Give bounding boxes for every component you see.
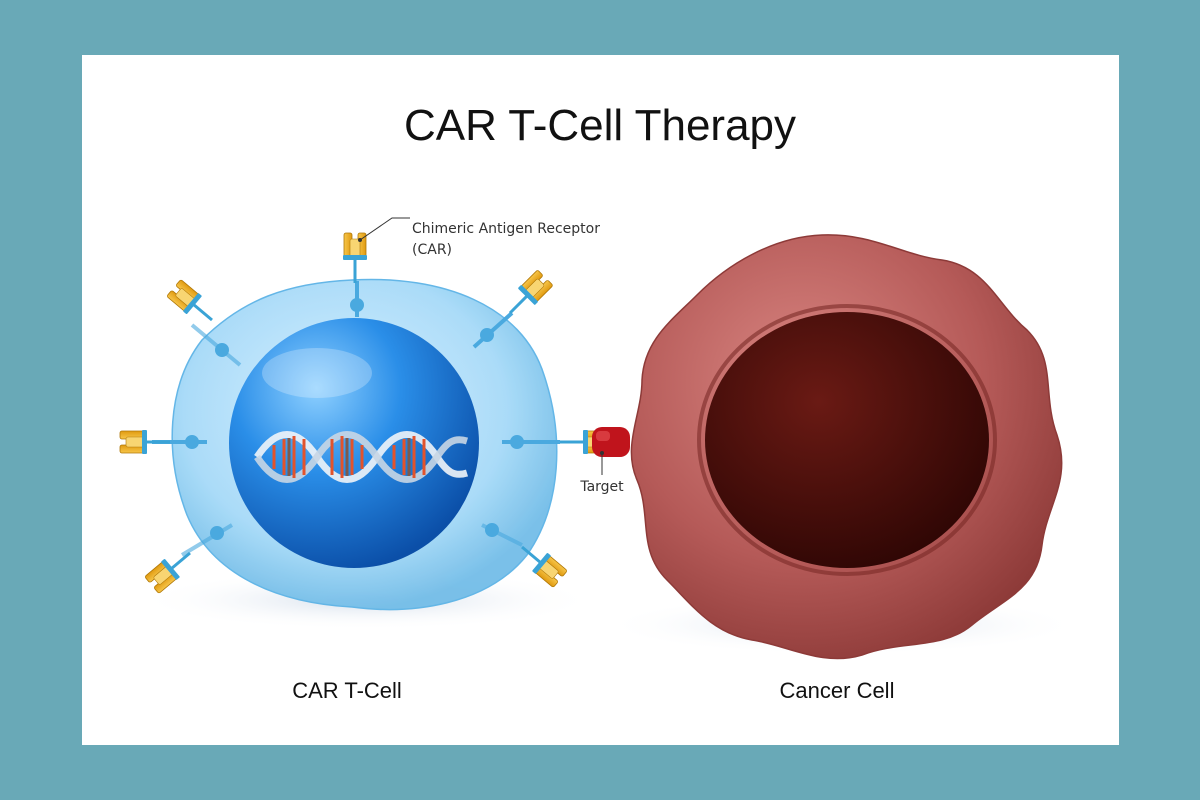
- car-receptor-upper-left: [164, 277, 222, 331]
- diagram-title: CAR T-Cell Therapy: [404, 101, 796, 150]
- car-receptor-left: [118, 428, 172, 456]
- car-receptor-top: [341, 231, 369, 285]
- t-cell-nucleus: [229, 318, 479, 568]
- cancer-cell-label: Cancer Cell: [780, 678, 895, 703]
- diagram-panel: CAR T-Cell Therapy: [82, 55, 1119, 745]
- car-callout-label: Chimeric Antigen Receptor: [412, 221, 600, 237]
- car-callout-line: [359, 217, 410, 241]
- cancer-cell-nucleus: [705, 312, 989, 568]
- t-cell-signaling-links: [152, 281, 560, 557]
- car-callout-label-abbrev: (CAR): [412, 242, 452, 258]
- t-cell-label: CAR T-Cell: [292, 678, 402, 703]
- target-antigen: [592, 427, 630, 457]
- car-callout-dot: [358, 238, 362, 242]
- target-callout-dot: [600, 451, 604, 455]
- target-callout-label: Target: [579, 479, 624, 495]
- car-t-diagram: CAR T-Cell Therapy: [118, 101, 1082, 703]
- nucleus-highlight: [262, 348, 372, 398]
- cancer-nucleus-rim: [697, 304, 997, 576]
- dna-helix: [254, 431, 469, 483]
